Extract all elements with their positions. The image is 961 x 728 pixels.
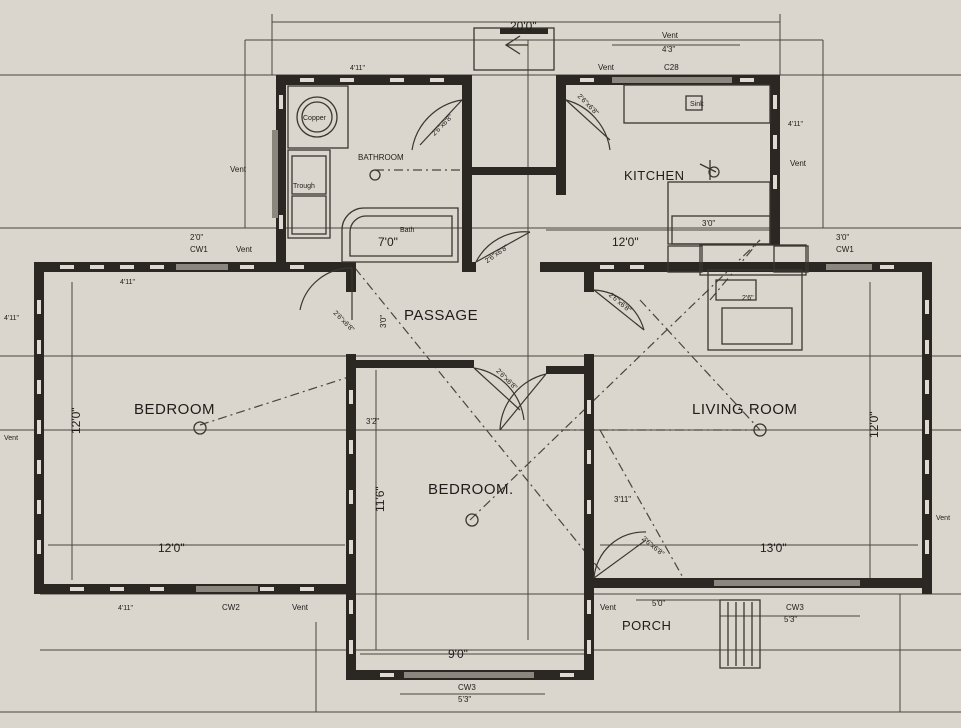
guide-lines — [0, 14, 961, 713]
label-cw1-right-size: 3'0" — [836, 233, 849, 242]
label-sink: Sink — [690, 101, 704, 108]
label-ventilator: Vent — [598, 63, 615, 72]
dim-kitchen-width: 12'0" — [612, 235, 639, 249]
dim-bath-tub-label: Bath — [400, 227, 415, 234]
room-label-bathroom: BATHROOM — [358, 153, 404, 162]
note-kitchen-vent-right: Vent — [790, 159, 807, 168]
dim-cw3-center: 5'3" — [458, 695, 471, 704]
dim-bedroom-center-wall: 3'2" — [366, 417, 379, 426]
note-bottom-vent: Vent — [292, 603, 309, 612]
room-label-living-room: LIVING ROOM — [692, 401, 798, 418]
windows — [176, 77, 872, 678]
room-label-passage: PASSAGE — [404, 307, 478, 324]
label-vent-top: Vent — [662, 31, 679, 40]
light-bedroom-left — [193, 421, 207, 435]
note-cw2-vent: Vent — [236, 245, 253, 254]
label-c28: C28 — [664, 63, 679, 72]
note-right-bottom: 4'11" — [120, 279, 135, 286]
chimney — [667, 244, 809, 351]
room-label-bedroom-center: BEDROOM. — [428, 481, 514, 498]
label-cw1-left: CW1 — [190, 245, 208, 254]
label-cw1-right: CW1 — [836, 245, 854, 254]
kitchen-fixtures — [623, 84, 771, 245]
dim-bedroom-left-depth: 12'0" — [69, 407, 83, 434]
label-trough: Trough — [293, 183, 315, 190]
note-kitchen-right: 4'11" — [788, 121, 803, 128]
label-cw2: CW2 — [222, 603, 240, 612]
light-living — [753, 423, 767, 437]
room-label-bedroom-left: BEDROOM — [134, 401, 215, 418]
dim-cw3-width: 5'3" — [784, 615, 797, 624]
note-porch-vent: Vent — [600, 603, 617, 612]
note-left-side-ht: 4'11" — [4, 315, 19, 322]
dim-vent-span: 4'3" — [662, 45, 675, 54]
dim-passage: 3'0" — [379, 315, 388, 328]
note-bath-window: 4'11" — [350, 65, 365, 72]
porch-steps — [719, 599, 761, 669]
room-label-porch: PORCH — [622, 618, 671, 633]
dim-living-depth: 12'0" — [867, 411, 881, 438]
light-fixtures — [193, 166, 767, 527]
flue-arrow — [473, 27, 555, 71]
dim-bedroom-center-width: 9'0" — [448, 647, 468, 661]
light-kitchen — [708, 166, 720, 178]
note-left-vent: Vent — [230, 165, 247, 174]
dim-chimney: 2'6" — [742, 295, 754, 302]
bathroom-fixtures — [287, 85, 459, 263]
label-copper: Copper — [303, 115, 327, 122]
light-bedroom-center — [465, 513, 479, 527]
note-cw1-vent: Vent — [4, 435, 18, 442]
dim-porch-width: 5'0" — [652, 599, 665, 608]
room-label-kitchen: KITCHEN — [624, 168, 685, 183]
label-cw3-bottom: CW3 — [458, 683, 476, 692]
dim-living-wall: 3'11" — [614, 495, 631, 504]
dim-bedroom-center-depth: 11'6" — [373, 486, 387, 512]
dim-kitchen-counter: 3'0" — [702, 219, 715, 228]
label-cw1-left-size: 2'0" — [190, 233, 203, 242]
dim-bedroom-left-width: 12'0" — [158, 541, 185, 555]
label-cw3-porch: CW3 — [786, 603, 804, 612]
note-right-label: Vent — [936, 515, 950, 522]
dim-bath-tub: 7'0" — [378, 235, 398, 249]
dim-living-width: 13'0" — [760, 541, 787, 555]
door-swings — [299, 99, 647, 579]
note-bottom-left: 4'11" — [118, 605, 133, 612]
dim-overall-top: 20'0" — [510, 19, 537, 33]
